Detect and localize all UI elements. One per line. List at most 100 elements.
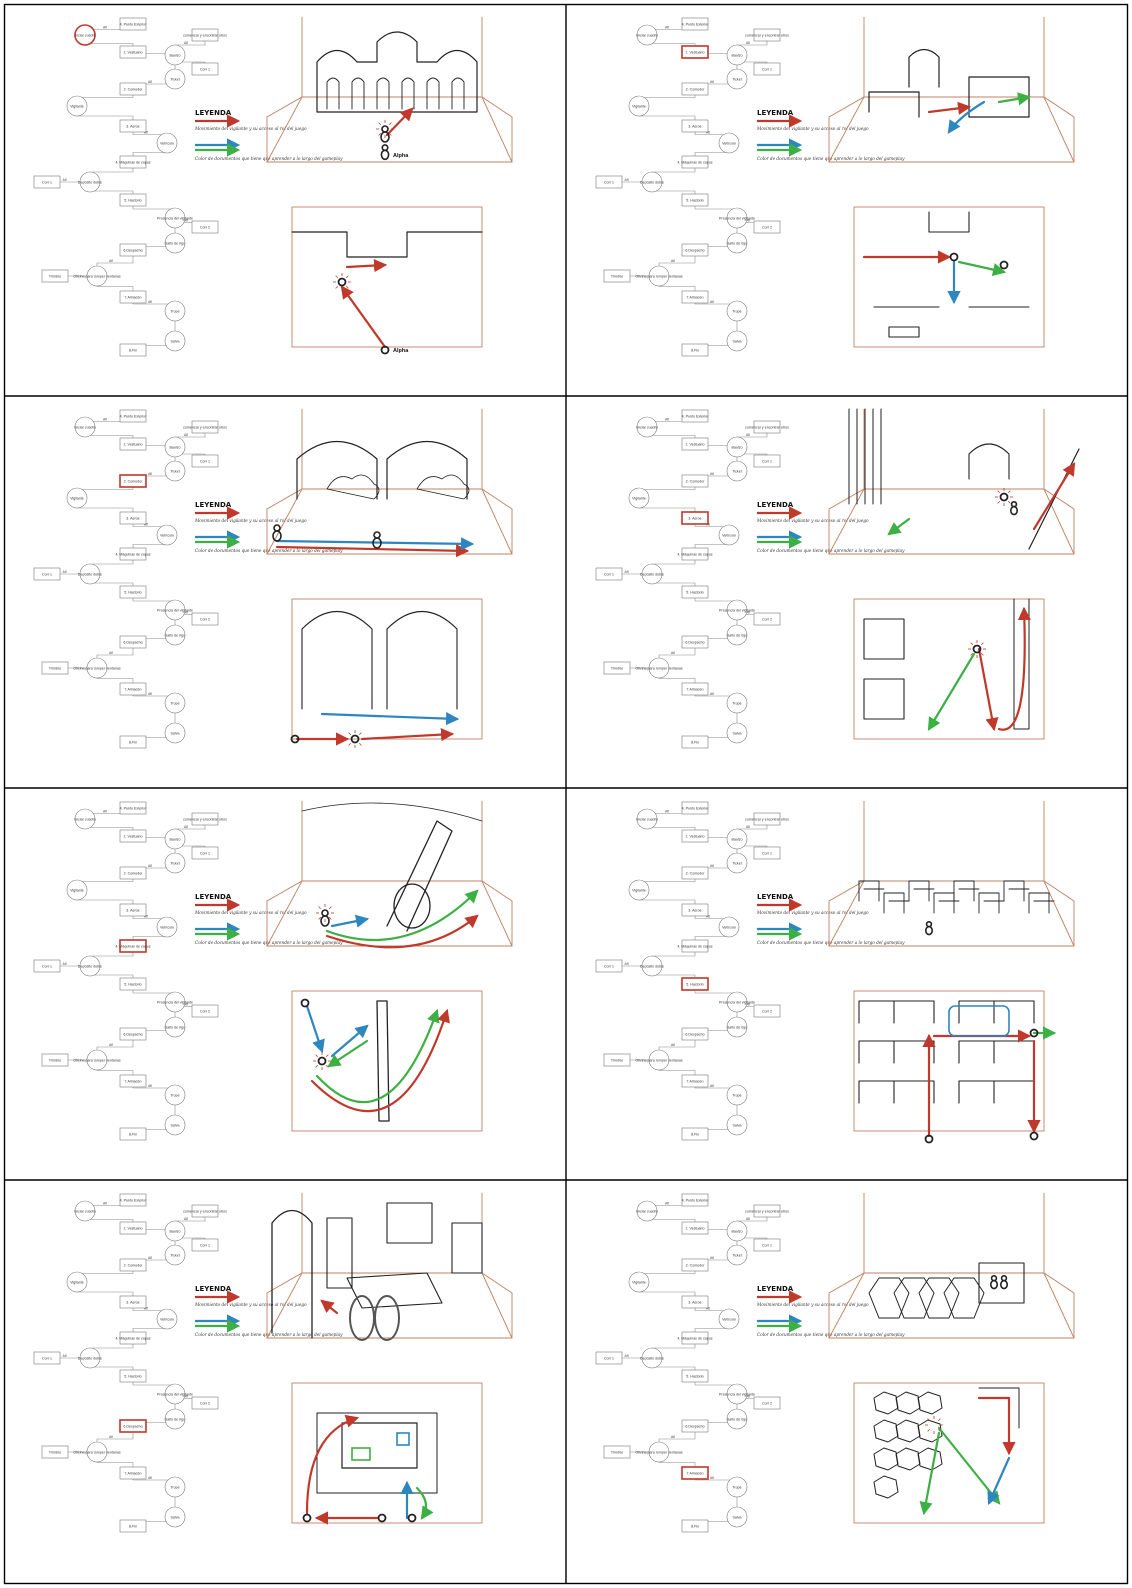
flow-node-label: Depósito doble <box>78 964 102 968</box>
flow-node-label: Iniciar cuadro <box>636 425 658 429</box>
plan-bench <box>859 1041 934 1063</box>
plan-desk-area <box>317 1413 437 1493</box>
flow-node-label: Ticket <box>170 469 179 473</box>
flow-node-label: 4. Punto Exterior <box>682 22 710 26</box>
flow-node-label: 7.Almacén <box>687 1471 704 1475</box>
flow-node-label: 4. Punto Exterior <box>120 806 148 810</box>
flow-node-label: 4. Máquinas de capus <box>115 944 150 948</box>
edge-label: Afl <box>184 825 188 829</box>
edge-label: Afl <box>109 1043 113 1047</box>
plan-bench <box>959 1041 1034 1063</box>
plan-frame <box>854 207 1044 347</box>
bench-sketch <box>869 92 919 117</box>
flow-node-label: Trope <box>732 309 741 313</box>
flow-node-label: Corr 1 <box>42 180 52 184</box>
flow-node-label: Presencia del vigilante <box>157 608 193 612</box>
alert-spark <box>326 1055 328 1057</box>
door-arch <box>909 50 939 88</box>
flow-node-label: 3. Aeroe <box>126 908 139 912</box>
edge-label: Afl <box>148 692 152 696</box>
flow-node-label: 2. Comedor <box>686 871 706 875</box>
alert-spark <box>971 643 973 645</box>
flow-node-label: Oficina para romper ventanas <box>73 666 121 670</box>
flow-node-label: 1. Vestuario <box>686 50 705 54</box>
green-item-outline <box>352 1448 370 1460</box>
plan-machines <box>864 619 904 719</box>
flow-node-label: 8.Fin <box>691 348 699 352</box>
flow-node-label: comenzar y encontrar otros <box>745 817 789 821</box>
flow-node-label: 5. Hactorio <box>686 982 703 986</box>
flow-node-label: Corr 1 <box>762 851 772 855</box>
edge-label: Afl <box>625 1354 629 1358</box>
blue-path-arrow <box>322 714 457 719</box>
flow-node-label: 1. Vestuario <box>124 834 143 838</box>
flow-node-label: 8.Fin <box>129 740 137 744</box>
storyboard-panel-6: AflAflAflAflAflAflAflAflIniciar cuadro4.… <box>596 801 1074 1143</box>
flow-node-label: Salva <box>171 339 180 343</box>
legend-title: LEYENDA <box>757 109 794 117</box>
green-path-arrow <box>924 1433 939 1513</box>
edge-label: Afl <box>109 651 113 655</box>
flow-node-label: Trope <box>170 1485 179 1489</box>
flow-node-label: Depósito doble <box>640 1356 664 1360</box>
window-arch <box>377 78 389 109</box>
flow-node-label: 4. Máquinas de capus <box>115 160 150 164</box>
legend-red-text: Movimiento del vigilante y su acceso al … <box>194 1302 307 1307</box>
legend-title: LEYENDA <box>195 109 232 117</box>
flow-node-label: 3. Aeroe <box>126 124 139 128</box>
flow-node-label: Depósito doble <box>78 572 102 576</box>
position-marker-icon <box>379 1515 386 1522</box>
flow-node-label: comenzar y encontrar otros <box>745 1209 789 1213</box>
flow-node-label: 5. Hactorio <box>686 1374 703 1378</box>
flow-node-label: 1. Vestuario <box>124 1226 143 1230</box>
flow-node-label: Iniciar cuadro <box>74 817 96 821</box>
flow-node-label: Baulzo <box>732 53 743 57</box>
flow-node-label: Ticket <box>732 1253 741 1257</box>
flow-node-label: 5. Hactorio <box>686 590 703 594</box>
legend-title: LEYENDA <box>757 501 794 509</box>
edge-label: Afl <box>671 651 675 655</box>
flow-node-label: Salto de rigo <box>727 633 747 637</box>
safe-box <box>452 1223 482 1273</box>
flow-node-label: Corr 2 <box>200 1401 210 1405</box>
alert-spark <box>1008 501 1010 503</box>
flow-node-label: 7.Almacén <box>125 687 142 691</box>
edge-label: Afl <box>109 1435 113 1439</box>
green-path-arrow <box>929 654 974 729</box>
flow-node-label: Corr 2 <box>762 617 772 621</box>
flow-node-label: Iniciar cuadro <box>636 1209 658 1213</box>
player-body-icon <box>991 1281 997 1289</box>
flow-node-label: Corr 1 <box>200 459 210 463</box>
plan-bench <box>859 1081 934 1103</box>
flow-node-label: 2. Comedor <box>124 871 144 875</box>
alert-spark <box>346 276 348 278</box>
bench-sketch <box>909 881 934 901</box>
edge-label: Afl <box>184 1217 188 1221</box>
plan-sack <box>896 1392 920 1414</box>
plan-sack <box>896 1420 920 1442</box>
flow-node-label: Depósito doble <box>78 1356 102 1360</box>
red-path-arrow <box>999 609 1025 730</box>
flow-node-label: Presencia del vigilante <box>719 216 755 220</box>
flow-node-label: 6.Despacho <box>685 640 704 644</box>
flow-node-label: Corr 1 <box>42 964 52 968</box>
edge-label: Afl <box>63 1354 67 1358</box>
flow-node-label: Oficina para romper ventanas <box>73 1450 121 1454</box>
flow-node-label: Vehículo <box>160 141 174 145</box>
flow-node-label: 2. Comedor <box>124 87 144 91</box>
plan-sack <box>874 1476 898 1498</box>
edge-label: Afl <box>710 1084 714 1088</box>
edge-label: Afl <box>671 1435 675 1439</box>
legend-red-text: Movimiento del vigilante y su acceso al … <box>756 1302 869 1307</box>
flow-node-label: 8.Fin <box>129 1132 137 1136</box>
flow-node-label: 3. Aeroe <box>688 908 701 912</box>
flow-node-label: Corr 1 <box>762 1243 772 1247</box>
flow-node-label: Trimbre <box>49 666 61 670</box>
legend-red-text: Movimiento del vigilante y su acceso al … <box>756 126 869 131</box>
flow-node-label: Salto de rigo <box>727 1417 747 1421</box>
green-path-arrow <box>889 519 909 534</box>
plan-frame <box>292 1383 482 1523</box>
flow-node-label: Trope <box>732 701 741 705</box>
alert-spark <box>379 123 381 125</box>
flow-node-label: Salto de rigo <box>727 1025 747 1029</box>
